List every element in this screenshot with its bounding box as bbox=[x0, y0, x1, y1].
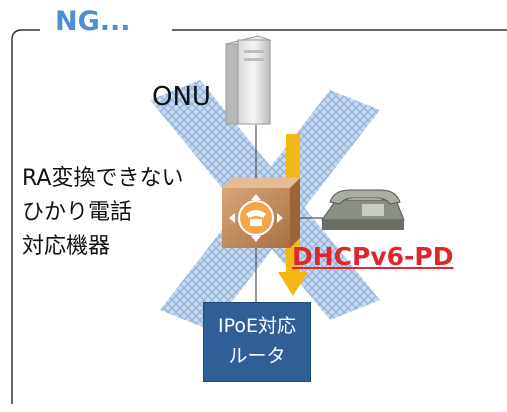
device-label-line-3: 対応機器 bbox=[22, 234, 111, 259]
frame-border bbox=[11, 29, 507, 404]
onu-server-icon bbox=[224, 35, 272, 125]
onu-label: ONU bbox=[152, 82, 211, 112]
dhcpv6-pd-label: DHCPv6-PD bbox=[292, 242, 454, 271]
device-label-line-1: RA変換できない bbox=[22, 166, 184, 191]
device-label-line-2: ひかり電話 bbox=[22, 200, 133, 225]
router-label-line-1: IPoE対応 bbox=[217, 315, 296, 337]
telephone-icon bbox=[321, 189, 405, 230]
router-label-line-2: ルータ bbox=[228, 345, 286, 367]
ipoe-router-box: IPoE対応 ルータ bbox=[203, 302, 311, 382]
phone-device-icon bbox=[222, 178, 300, 248]
page-title: NG... bbox=[55, 6, 131, 37]
